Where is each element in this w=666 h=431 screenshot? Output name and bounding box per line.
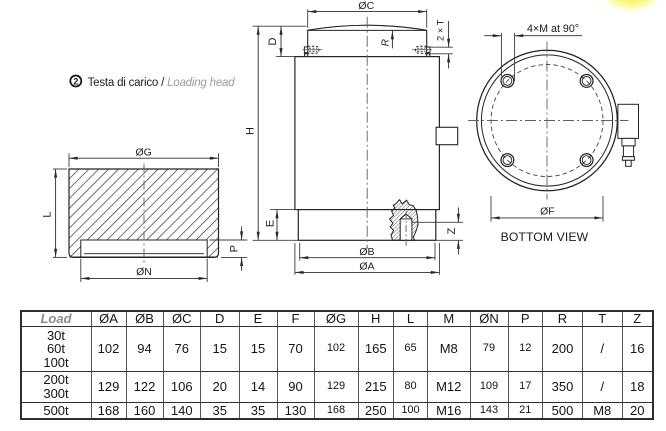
svg-text:D: D [267, 37, 279, 45]
svg-text:Z: Z [446, 228, 458, 235]
svg-text:R: R [380, 39, 391, 46]
svg-text:ØN: ØN [136, 266, 152, 278]
svg-text:2 × T: 2 × T [436, 19, 446, 41]
svg-text:ØB: ØB [359, 246, 374, 258]
svg-text:P: P [229, 245, 241, 252]
svg-text:Testa di carico / Loading head: Testa di carico / Loading head [88, 77, 236, 89]
svg-text:ØA: ØA [359, 261, 374, 273]
svg-text:4×M at 90°: 4×M at 90° [527, 23, 579, 35]
svg-text:2: 2 [73, 77, 78, 87]
svg-text:ØF: ØF [540, 206, 555, 218]
svg-text:E: E [264, 220, 276, 227]
svg-text:BOTTOM VIEW: BOTTOM VIEW [501, 230, 589, 244]
svg-text:H: H [244, 127, 256, 135]
svg-text:ØG: ØG [136, 146, 152, 158]
svg-text:ØC: ØC [358, 0, 374, 12]
svg-text:L: L [41, 211, 53, 217]
